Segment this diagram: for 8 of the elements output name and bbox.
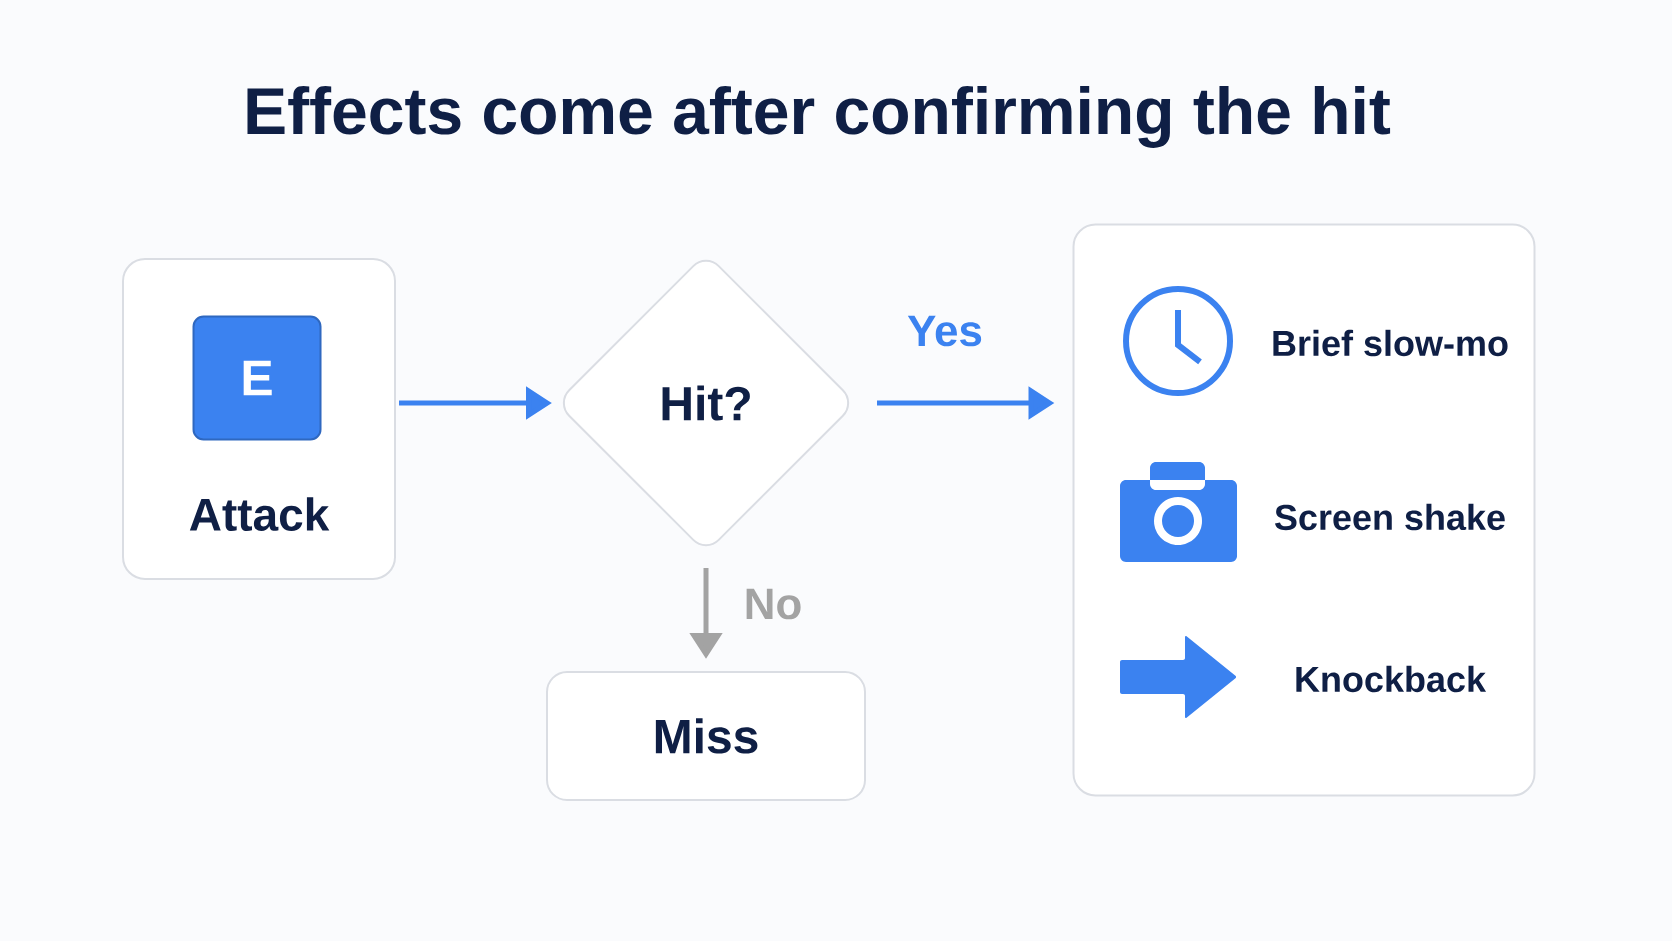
effect-label: Screen shake xyxy=(1274,503,1505,531)
effect-label: Knockback xyxy=(1296,665,1487,693)
title: Effects come after confirming the hit xyxy=(247,86,1391,148)
edge-label: Yes xyxy=(907,315,982,347)
card xyxy=(1072,223,1536,797)
outcome-box: Miss xyxy=(546,671,866,801)
edge-label: No xyxy=(746,588,801,620)
effect-label: Brief slow-mo xyxy=(1273,329,1508,357)
